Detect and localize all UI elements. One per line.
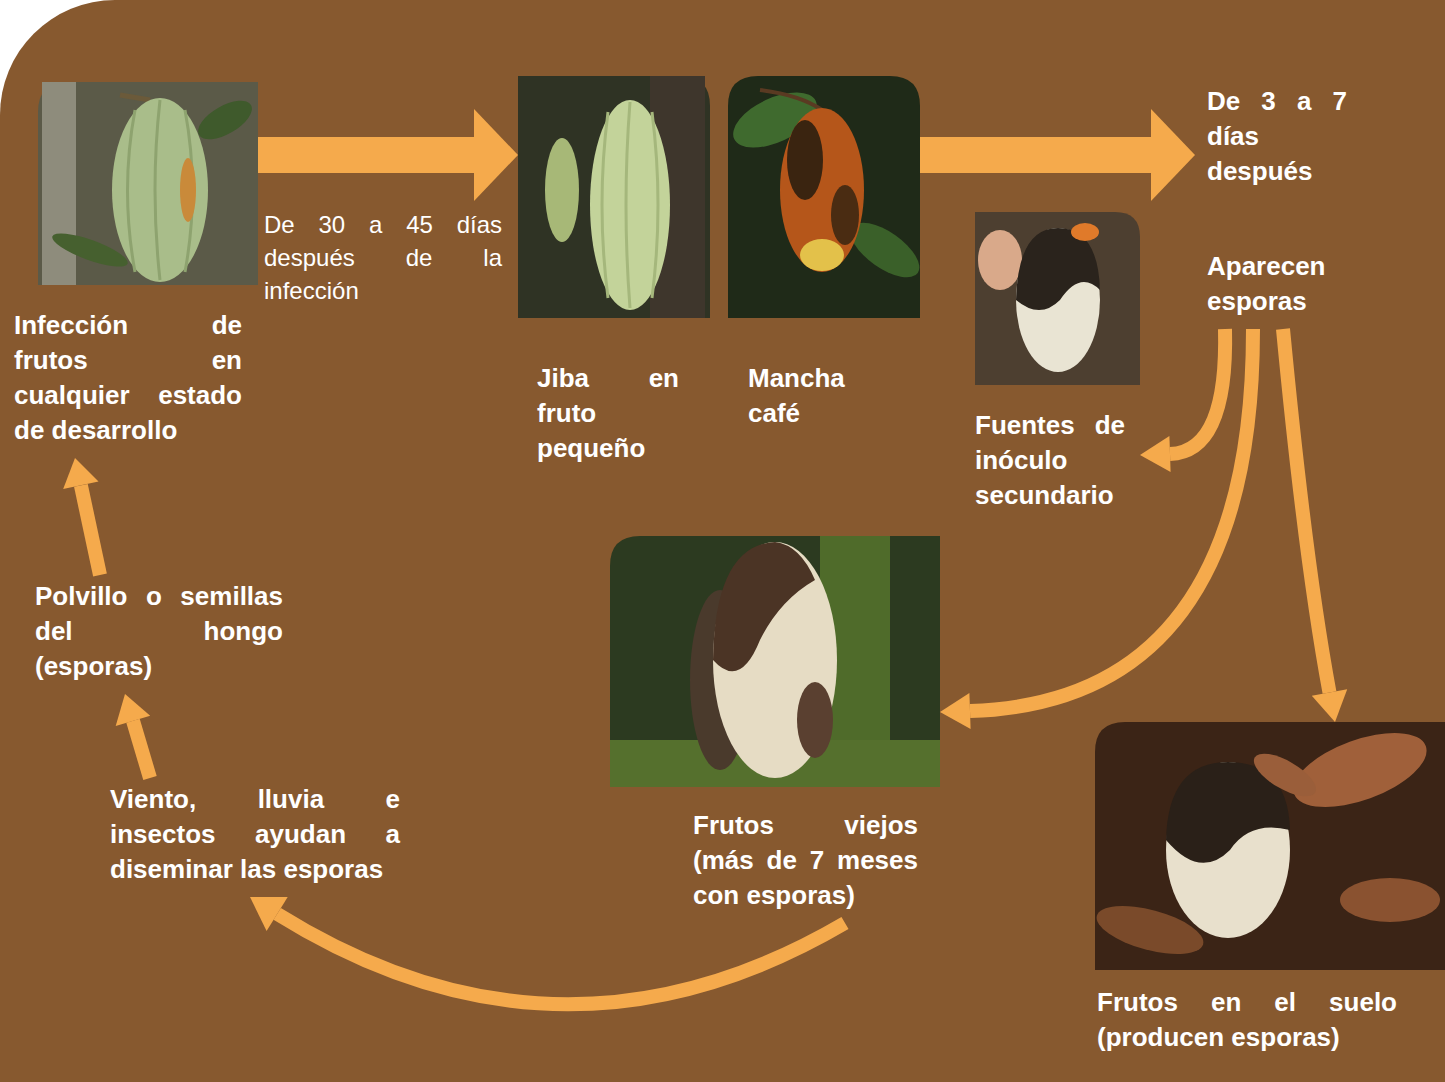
caption-text: Infección de frutos en cualquier estado … [14,308,242,448]
photo-brown-spot [725,76,928,318]
arrow-shaft [970,329,1253,711]
flow-arrow [940,329,1253,729]
photo-card: Frutos viejos (más de 7 meses con espora… [610,536,940,923]
arrow-shaft [258,137,474,173]
arrow-shaft [81,485,100,575]
photo-old-pods [610,536,940,787]
flow-arrow [920,109,1195,201]
photo-spacer [1095,726,1440,985]
photo-spacer [975,216,1140,408]
photo-sporulating-pod [975,212,1140,385]
flow-arrow [250,897,845,1004]
photo-spacer [518,80,710,361]
arrow-head [116,694,151,726]
arrow-shaft [1170,329,1225,454]
photo-card: Mancha café [728,76,920,441]
arrow-shaft [277,914,845,1004]
photo-spacer [14,86,258,308]
caption-text: Fuentes de inóculo secundario [975,408,1125,513]
photo-spacer [610,540,940,808]
caption-text: De 3 a 7 días después [1207,84,1347,189]
arrow-head [250,897,288,931]
arrow-shaft [1283,329,1330,693]
stage-text: Polvillo o semillas del hongo (esporas) [35,575,283,694]
caption-text: Frutos en el suelo (producen esporas) [1097,985,1397,1055]
caption-text: Viento, lluvia e insectos ayudan a disem… [110,782,400,887]
stage-text: De 3 a 7 días despuésAparecen esporas [1195,80,1359,329]
caption-text: Mancha café [748,361,890,431]
photo-spacer [728,80,920,361]
edge-label: De 30 a 45 días después de la infección [264,208,502,307]
arrow-shaft [133,721,150,778]
caption-text: Aparecen esporas [1207,249,1347,319]
arrow-head [1151,109,1195,201]
arrow-head [63,458,98,489]
stage-text: Viento, lluvia e insectos ayudan a disem… [110,778,400,897]
photo-card: Jiba en fruto pequeño [518,76,710,476]
caption-text: Polvillo o semillas del hongo (esporas) [35,579,283,684]
flow-arrow [1283,329,1347,722]
arrow-head [1312,689,1347,722]
flow-arrow [258,109,518,201]
arrow-head [1140,436,1171,472]
arrow-head [474,109,518,201]
photo-ground-pod [1092,718,1445,970]
photo-card: Frutos en el suelo (producen esporas) [1095,722,1440,1065]
arrow-shaft [920,137,1151,173]
arrow-head [940,693,971,729]
photo-card: Infección de frutos en cualquier estado … [14,82,258,458]
photo-young-pods [518,76,710,318]
caption-text: Jiba en fruto pequeño [537,361,679,466]
flow-arrow [116,694,151,778]
photo-card: Fuentes de inóculo secundario [975,212,1140,523]
flow-arrow [63,458,100,575]
caption-text: Frutos viejos (más de 7 meses con espora… [693,808,918,913]
flow-arrow [1140,329,1225,472]
photo-infected-pod [38,82,258,285]
